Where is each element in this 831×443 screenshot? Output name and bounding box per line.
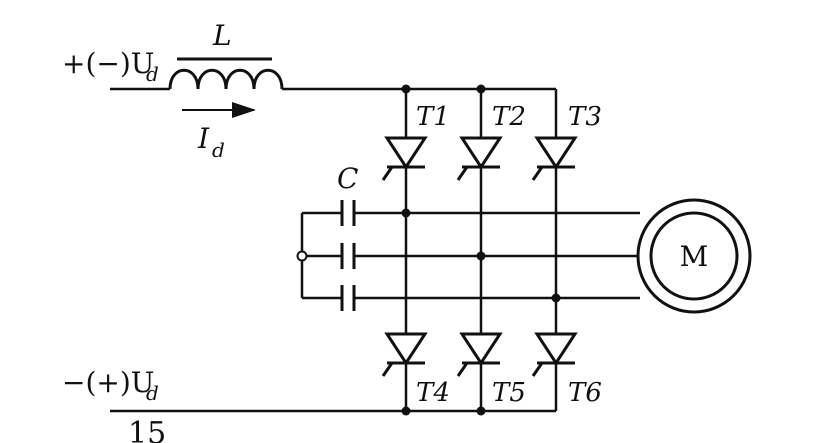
svg-text:+(−)U: +(−)U xyxy=(62,47,154,80)
bottom-supply-label: −(+)U d xyxy=(62,366,159,405)
star-point-node xyxy=(296,250,308,262)
thyristor-t3 xyxy=(531,136,578,181)
thyristor-label-t6: T6 xyxy=(568,378,602,408)
thyristor-t2 xyxy=(456,136,503,181)
svg-text:I: I xyxy=(197,122,210,155)
svg-text:d: d xyxy=(146,62,159,86)
svg-text:−(+)U: −(+)U xyxy=(62,366,154,399)
inductor-label: L xyxy=(212,19,232,52)
current-label: I d xyxy=(197,122,225,162)
top-supply-label: +(−)U d xyxy=(62,47,159,86)
thyristor-label-t4: T4 xyxy=(416,378,450,408)
thyristor-t5 xyxy=(456,332,503,377)
junction-dots xyxy=(401,84,561,416)
thyristor-label-t5: T5 xyxy=(492,378,526,408)
capacitor-label: C xyxy=(337,162,358,195)
thyristor-t4 xyxy=(381,332,428,377)
svg-text:d: d xyxy=(146,381,159,405)
thyristor-label-t2: T2 xyxy=(492,102,526,132)
thyristor-label-t3: T3 xyxy=(568,102,602,132)
motor-label: M xyxy=(680,240,709,273)
thyristor-t6 xyxy=(531,332,578,377)
handwritten-note: 15 xyxy=(128,416,166,443)
inductor-coil xyxy=(168,57,284,90)
thyristor-t1 xyxy=(381,136,428,181)
motor: M xyxy=(636,198,752,314)
svg-text:d: d xyxy=(212,138,225,162)
thyristor-label-t1: T1 xyxy=(416,102,450,132)
capacitor-bank xyxy=(340,200,356,311)
